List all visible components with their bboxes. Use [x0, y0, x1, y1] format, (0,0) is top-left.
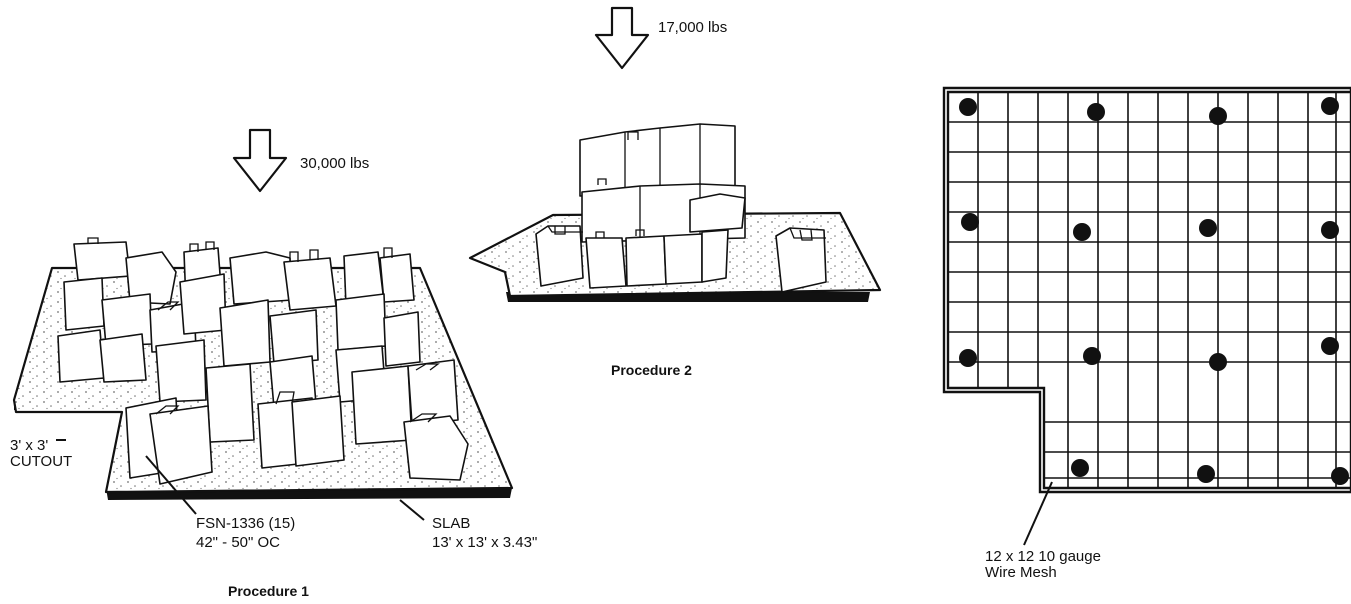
blocks-label-line-1: FSN-1336 (15) — [196, 515, 296, 532]
block-position-dot — [1331, 467, 1349, 485]
mesh-grid — [948, 92, 1351, 488]
block-position-dot — [1321, 337, 1339, 355]
procedure-1-block-field — [57, 237, 469, 485]
block-positions — [959, 97, 1349, 485]
block-position-dot — [1087, 103, 1105, 121]
cutout-label-line-1: 3' x 3' — [10, 437, 49, 454]
slab-label-line-2: 13' x 13' x 3.43" — [432, 534, 538, 551]
mesh-leader-line — [1023, 481, 1053, 546]
procedure-1-load-label: 30,000 lbs — [300, 155, 370, 172]
block-position-dot — [1209, 353, 1227, 371]
slab-leader-line — [399, 499, 425, 521]
cutout-label-line-2: CUTOUT — [10, 453, 73, 470]
block-position-dot — [1071, 459, 1089, 477]
blocks-leader-line — [145, 455, 197, 515]
procedure-2-block-stack — [535, 123, 827, 293]
procedure-2-load-label: 17,000 lbs — [658, 19, 728, 36]
block-position-dot — [1199, 219, 1217, 237]
block-position-dot — [959, 98, 977, 116]
block-position-dot — [961, 213, 979, 231]
procedure-2-illustration — [468, 6, 882, 302]
slab-label-line-1: SLAB — [432, 515, 471, 532]
mesh-label-line-2: Wire Mesh — [985, 564, 1057, 581]
blocks-label-line-2: 42" - 50" OC — [196, 534, 281, 551]
procedure-1-title: Procedure 1 — [228, 583, 309, 599]
mesh-label-line-1: 12 x 12 10 gauge — [985, 548, 1101, 565]
block-position-dot — [1197, 465, 1215, 483]
block-position-dot — [1321, 221, 1339, 239]
wire-mesh-plan — [942, 86, 1351, 546]
load-arrow-icon — [594, 6, 650, 70]
block-position-dot — [1083, 347, 1101, 365]
procedure-2-title: Procedure 2 — [611, 362, 692, 378]
block-position-dot — [1073, 223, 1091, 241]
procedure-1-illustration — [12, 128, 514, 521]
block-position-dot — [1209, 107, 1227, 125]
load-arrow-icon — [232, 128, 288, 193]
block-position-dot — [959, 349, 977, 367]
block-position-dot — [1321, 97, 1339, 115]
